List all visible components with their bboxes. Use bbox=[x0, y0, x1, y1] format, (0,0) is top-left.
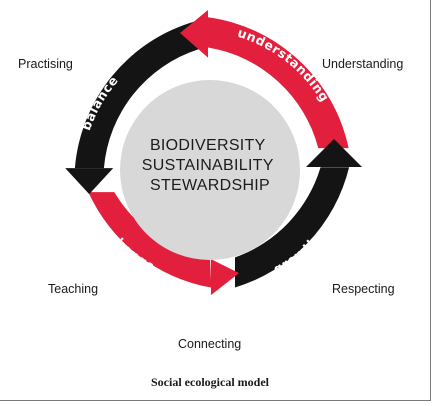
stage-label-respecting: Respecting bbox=[332, 282, 395, 296]
center-line-2: SUSTAINABILITY bbox=[142, 157, 274, 174]
stage-label-connecting: Connecting bbox=[178, 337, 241, 351]
growth-arrowhead bbox=[306, 139, 362, 167]
stage-label-teaching: Teaching bbox=[48, 282, 98, 296]
stage-label-practising: Practising bbox=[18, 57, 73, 71]
balance-arrow-band bbox=[74, 20, 199, 169]
center-circle bbox=[120, 80, 300, 260]
change-arrowhead bbox=[211, 259, 239, 296]
change-arrow-band bbox=[88, 192, 212, 288]
figure-caption: Social ecological model bbox=[151, 375, 270, 389]
center-line-3: STEWARDSHIP bbox=[150, 177, 270, 194]
center-title: BIODIVERSITY SUSTAINABILITY STEWARDSHIP bbox=[142, 137, 278, 194]
understanding-arrow-band bbox=[208, 17, 349, 149]
growth-arrow-band bbox=[235, 167, 350, 288]
understanding-arrowhead bbox=[180, 9, 208, 58]
stage-label-understanding: Understanding bbox=[322, 57, 403, 71]
center-line-1: BIODIVERSITY bbox=[150, 137, 266, 154]
balance-arrowhead bbox=[65, 168, 114, 195]
